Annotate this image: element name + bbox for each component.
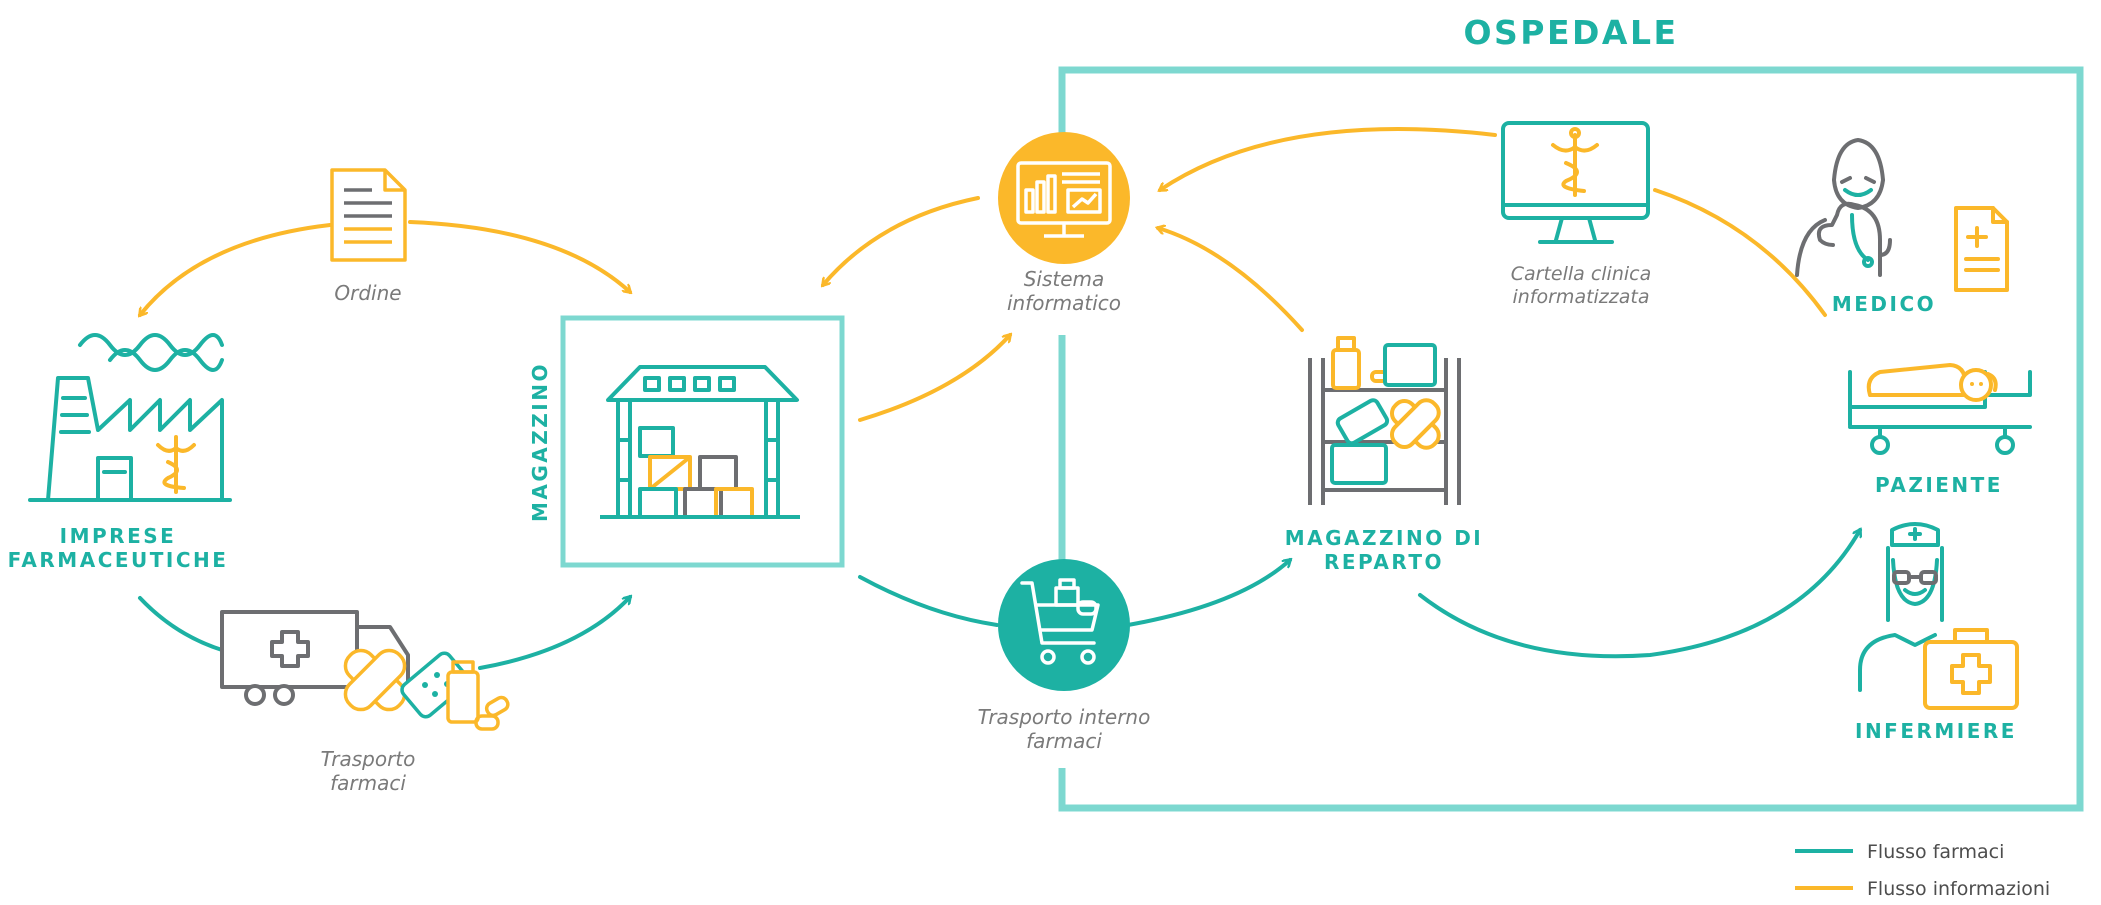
arrow-ordine-to-magazzino [408, 220, 630, 292]
drugs-icon [343, 648, 510, 731]
legend-label-farmaci: Flusso farmaci [1867, 841, 2004, 863]
hospital-border [1058, 66, 2084, 812]
arrow-cartella-to-sistema [1160, 127, 1497, 192]
order-document-icon [330, 168, 407, 262]
arrow-magazzino-to-sistema [858, 335, 1010, 422]
nurse-icon [1858, 522, 2019, 710]
arrow-truck-to-magazzino [478, 597, 630, 670]
sistema-caption-line2: informatico [1007, 291, 1121, 315]
warehouse-icon [600, 365, 800, 519]
arrow-cart-to-reparto [1126, 560, 1290, 627]
arrow-ordine-to-imprese [140, 223, 332, 315]
doctor-icon [1795, 138, 2009, 292]
ordine-caption: Ordine [334, 281, 401, 305]
shopping-cart-icon [1020, 578, 1100, 665]
arrow-sistema-to-magazzino [823, 196, 980, 285]
reparto-label-line1: MAGAZZINO DI [1285, 526, 1483, 550]
computer-chart-icon [1016, 161, 1112, 238]
factory-icon [28, 333, 232, 502]
legend-label-informazioni: Flusso informazioni [1867, 878, 2050, 900]
clinical-record-monitor-icon [1501, 121, 1650, 244]
reparto-label-line2: REPARTO [1324, 550, 1444, 574]
medico-label: MEDICO [1832, 292, 1936, 316]
trasporto-farmaci-line1: Trasporto [321, 747, 416, 771]
magazzino-label: MAGAZZINO [528, 362, 552, 522]
legend: Flusso farmaci Flusso informazioni [1795, 841, 2050, 900]
trasporto-interno-line2: farmaci [1026, 729, 1102, 753]
trasporto-interno-line1: Trasporto interno [978, 705, 1151, 729]
flow-arrows [138, 127, 1860, 670]
trasporto-farmaci-line2: farmaci [330, 771, 406, 795]
arrow-imprese-to-truck [138, 596, 224, 652]
arrow-magazzino-to-cart [858, 575, 999, 627]
arrow-medico-to-cartella [1653, 188, 1827, 317]
hospital-frame: OSPEDALE [1054, 13, 2084, 812]
arrow-reparto-to-sistema [1158, 228, 1304, 332]
cartella-caption-line2: informatizzata [1512, 286, 1649, 308]
cart-circle [998, 559, 1130, 691]
cartella-caption-line1: Cartella clinica [1511, 263, 1652, 285]
sistema-circle [998, 132, 1130, 264]
infermiere-label: INFERMIERE [1855, 719, 2017, 743]
hospital-title: OSPEDALE [1463, 13, 1678, 52]
paziente-label: PAZIENTE [1875, 473, 2003, 497]
ward-shelf-icon [1308, 336, 1461, 505]
imprese-label-line2: FARMACEUTICHE [8, 548, 229, 572]
arrow-reparto-to-infermiere [1418, 530, 1860, 659]
magazzino-box [560, 315, 845, 568]
patient-bed-icon [1848, 363, 2032, 455]
imprese-label-line1: IMPRESE [60, 524, 177, 548]
sistema-caption-line1: Sistema [1024, 267, 1105, 291]
